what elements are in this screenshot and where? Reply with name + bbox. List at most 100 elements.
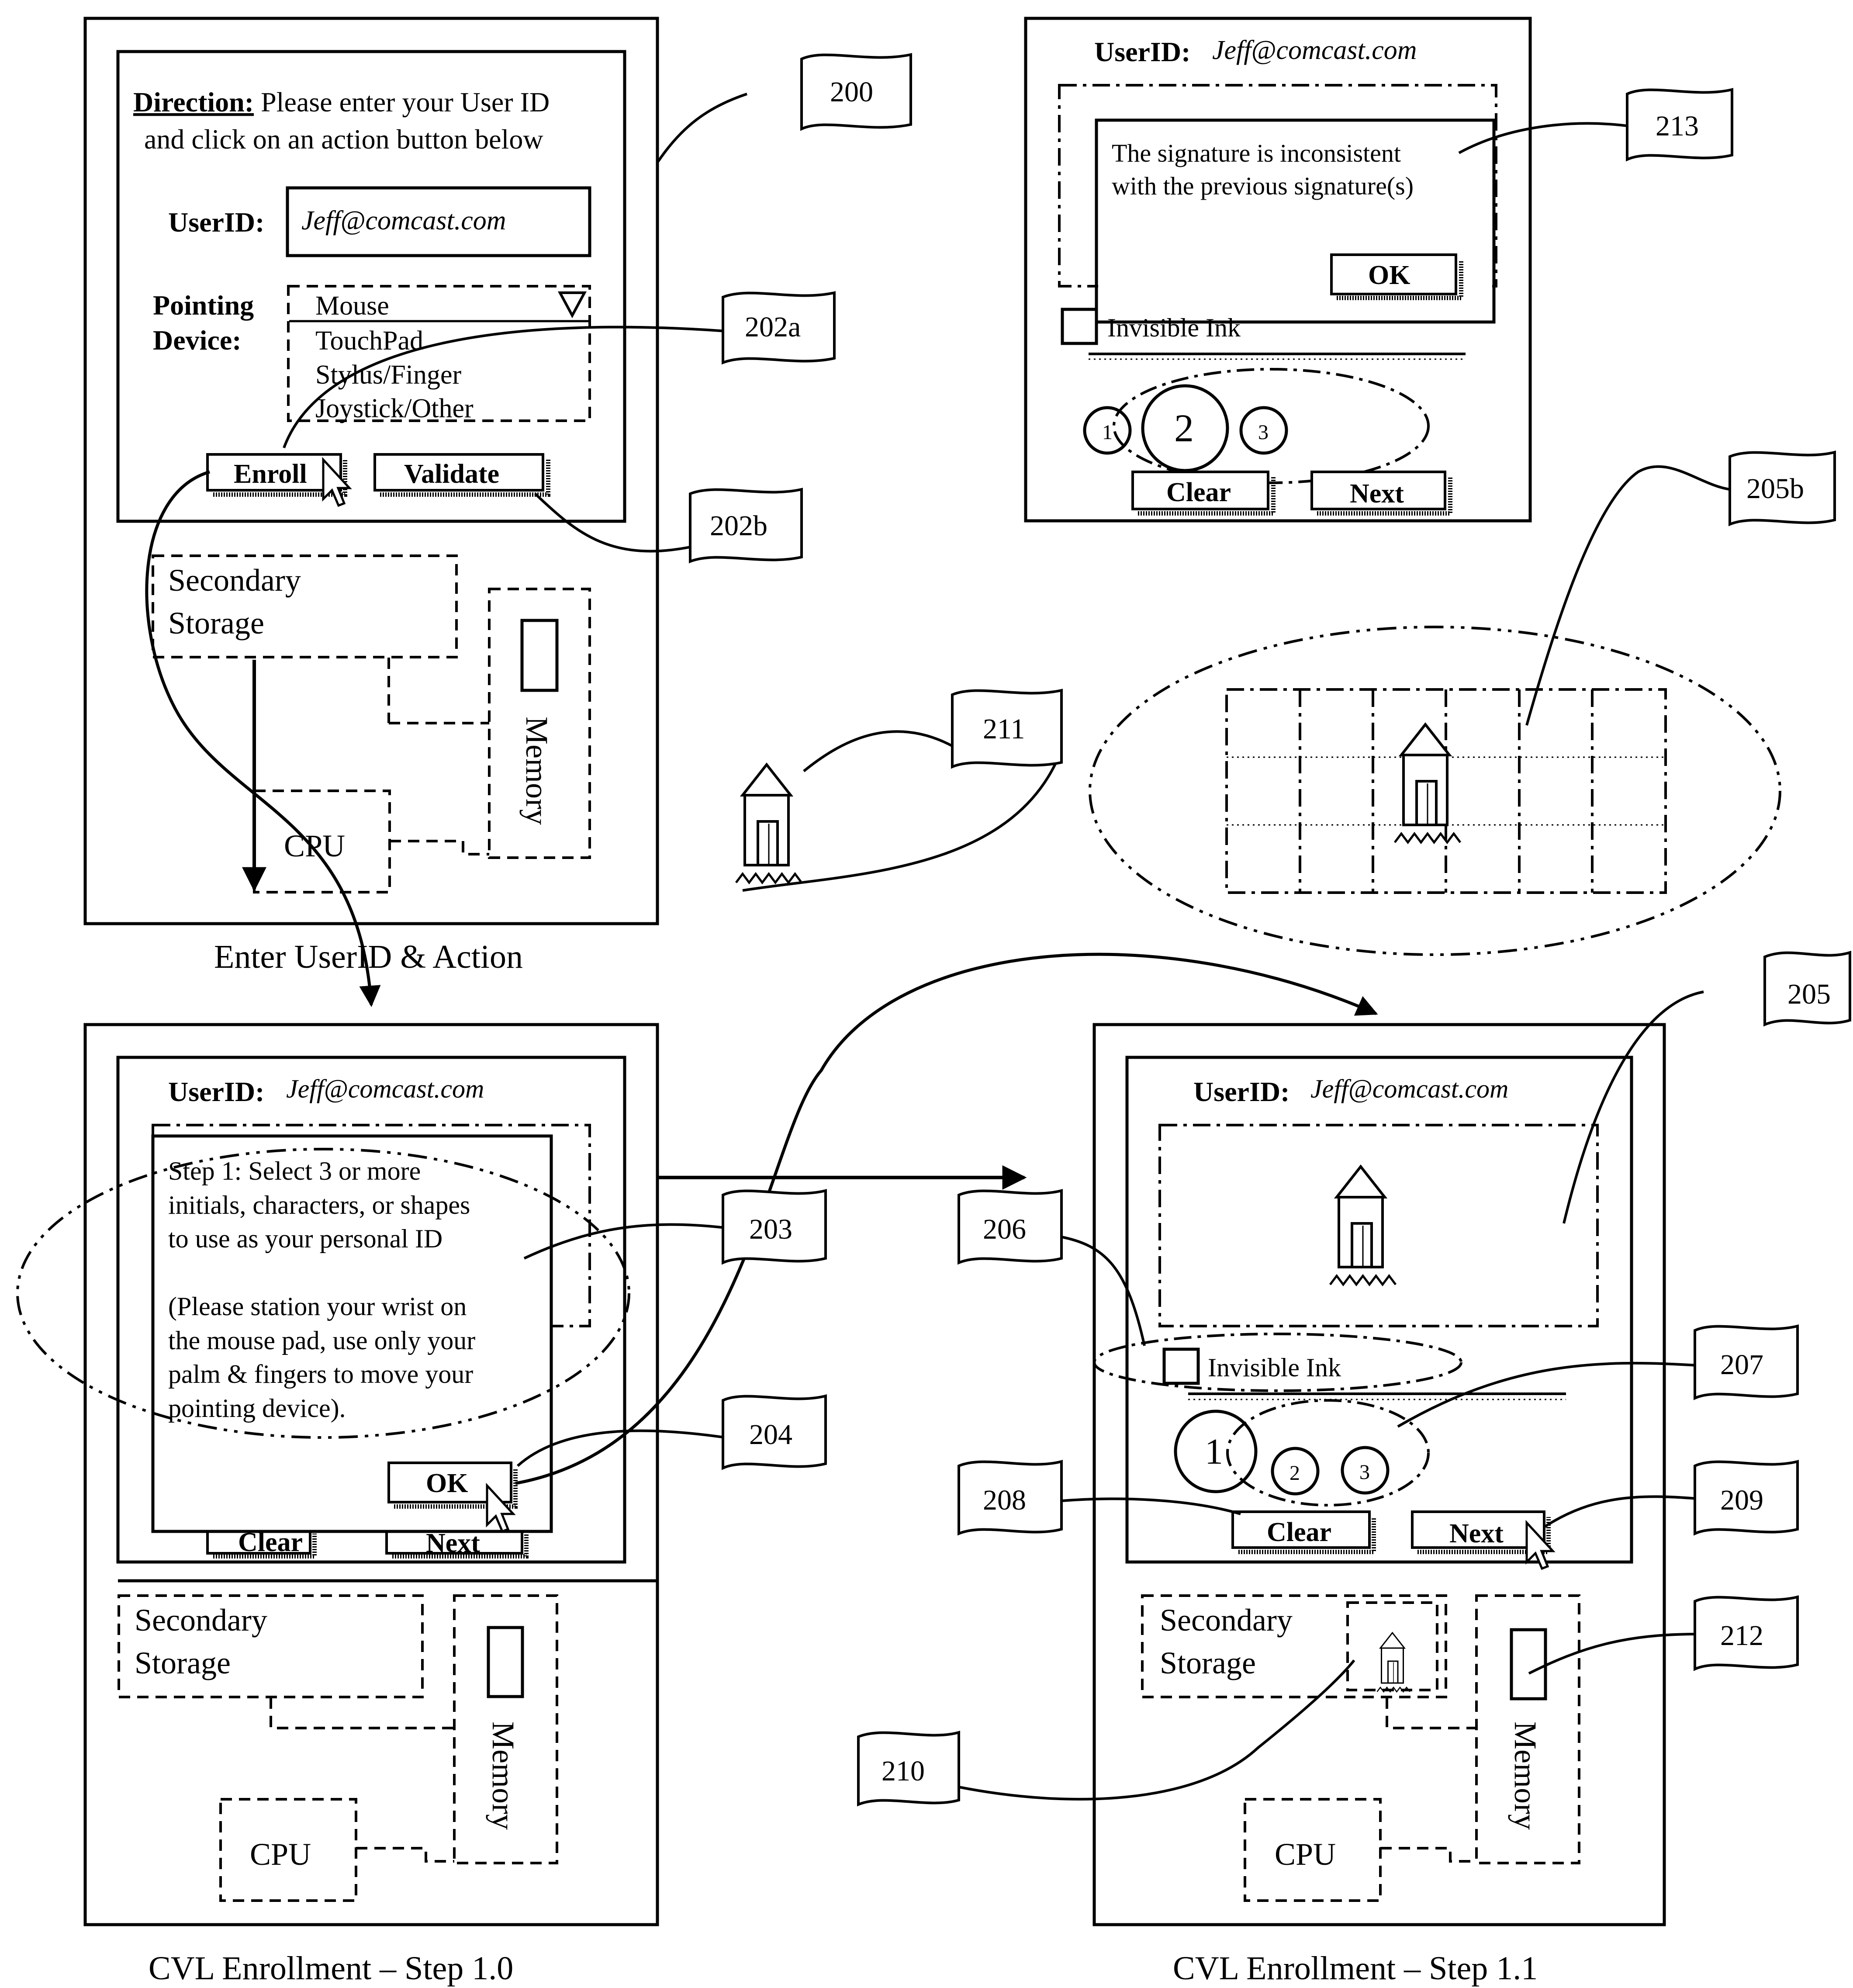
step-indicator-group [1113,368,1430,484]
instruction-line: palm & fingers to move your [168,1360,473,1389]
invisible-ink-ellipse [1093,1333,1462,1392]
panel-error: UserID: Jeff@comcast.com The signature i… [1024,17,1532,523]
panel-step-1-0: UserID: Jeff@comcast.com Clear Next Step… [16,1023,659,1987]
leader-212 [1528,1633,1697,1675]
screen-frame [116,1056,626,1564]
leader-208 [1061,1497,1241,1515]
storage-memory-connector [1386,1697,1476,1729]
leader-lines [283,93,1730,1801]
leader-205b [1525,465,1730,726]
userid-value: Jeff@comcast.com [1310,1074,1508,1103]
clear-button[interactable]: Clear [1231,1510,1376,1554]
svg-text:213: 213 [1656,110,1699,142]
memory-slot [487,1626,524,1698]
instruction-line: initials, characters, or shapes [168,1191,470,1219]
ref-flag-202b: 202b [689,488,803,564]
leader-202b [534,492,695,553]
ref-flag-203: 203 [722,1189,827,1265]
userid-label: UserID: [168,1076,264,1107]
invisible-ink-checkbox[interactable] [1061,308,1098,345]
next-button[interactable]: Next [1411,1510,1551,1554]
grid-205b [1089,626,1781,956]
leader-205 [1563,991,1704,1224]
leader-200 [656,93,747,163]
enroll-button[interactable]: Enroll [206,453,347,497]
step-1-label: 1 [1102,421,1113,444]
direction-text: Direction: Please enter your User ID [133,87,550,118]
step-3-circle[interactable] [1341,1446,1390,1495]
step-1-circle[interactable] [1083,406,1132,455]
leader-206 [1059,1235,1146,1346]
instruction-line: pointing device). [168,1394,346,1423]
ref-flag-200: 200 [800,53,912,131]
step-1-circle[interactable] [1174,1410,1258,1493]
next-button[interactable]: Next [1310,471,1452,516]
house-signature [1330,1167,1396,1285]
ref-flag-208: 208 [958,1460,1063,1536]
secondary-storage-label: Secondary [168,563,301,598]
ref-flag-211: 211 [951,689,1063,769]
next-button[interactable]: Next [385,1528,529,1559]
clear-button[interactable]: Clear [1131,471,1276,516]
leader-204 [517,1429,726,1467]
device-option-joystick[interactable]: Joystick/Other [315,394,474,423]
userid-input-value: Jeff@comcast.com [301,206,506,236]
svg-text:203: 203 [749,1213,792,1245]
svg-text:208: 208 [983,1484,1026,1516]
clear-button-label: Clear [1166,478,1231,507]
svg-text:202b: 202b [710,510,767,542]
error-ok-button-label: OK [1368,260,1410,290]
device-option-touchpad[interactable]: TouchPad [315,326,423,356]
step-2-circle[interactable] [1271,1447,1320,1496]
userid-input[interactable] [286,186,591,257]
invisible-ink-checkbox[interactable] [1162,1347,1200,1385]
memory-label: Memory [519,717,554,825]
error-message: The signature is inconsistent [1112,139,1401,167]
step-3-label: 3 [1258,421,1269,444]
error-dialog-border [1095,118,1496,324]
secondary-storage-label-2: Storage [1160,1645,1256,1680]
memory-box [453,1594,558,1864]
secondary-storage-label-2: Storage [168,606,264,641]
storage-memory-connector [270,1697,454,1729]
error-ok-button[interactable]: OK [1330,253,1463,300]
step-3-circle[interactable] [1239,406,1288,455]
instruction-text: Step 1: Select 3 or more initials, chara… [168,1157,475,1423]
dropdown-triangle-icon[interactable] [557,291,587,319]
svg-text:206: 206 [983,1213,1026,1245]
ref-flag-207: 207 [1694,1324,1799,1400]
leader-211-b [742,759,1058,892]
pointing-device-select[interactable] [287,285,591,422]
dialog-ok-button[interactable]: OK [387,1462,518,1509]
shape-211 [736,765,802,883]
instruction-line: (Please station your wrist on [168,1292,467,1321]
leader-209 [1543,1495,1697,1528]
device-frame [83,1023,659,1926]
grid-ellipse [1089,626,1781,956]
svg-text:205: 205 [1787,978,1831,1010]
invisible-ink-label: Invisible Ink [1208,1353,1341,1382]
userid-label: UserID: [1094,36,1190,67]
device-option-stylus[interactable]: Stylus/Finger [315,360,462,390]
svg-text:202a: 202a [745,311,801,343]
panel-enter-userid: Direction: Please enter your User ID and… [83,17,659,975]
next-button-label: Next [1449,1519,1504,1548]
leader-203 [523,1223,726,1260]
svg-text:210: 210 [882,1755,925,1787]
step-1-label: 1 [1205,1431,1223,1472]
svg-text:200: 200 [830,76,873,108]
validate-button[interactable]: Validate [373,453,550,497]
invisible-ink-label: Invisible Ink [1107,313,1241,342]
grid-border [1225,688,1667,894]
grid-house [1395,724,1460,842]
device-option-mouse[interactable]: Mouse [315,291,389,321]
userid-label: UserID: [1193,1076,1289,1107]
memory-label: Memory [1508,1721,1543,1830]
leader-207 [1397,1361,1697,1428]
ref-flag-204: 204 [722,1394,827,1470]
step-2-label: 2 [1174,407,1194,450]
svg-text:212: 212 [1720,1620,1763,1652]
cpu-label: CPU [284,828,345,863]
